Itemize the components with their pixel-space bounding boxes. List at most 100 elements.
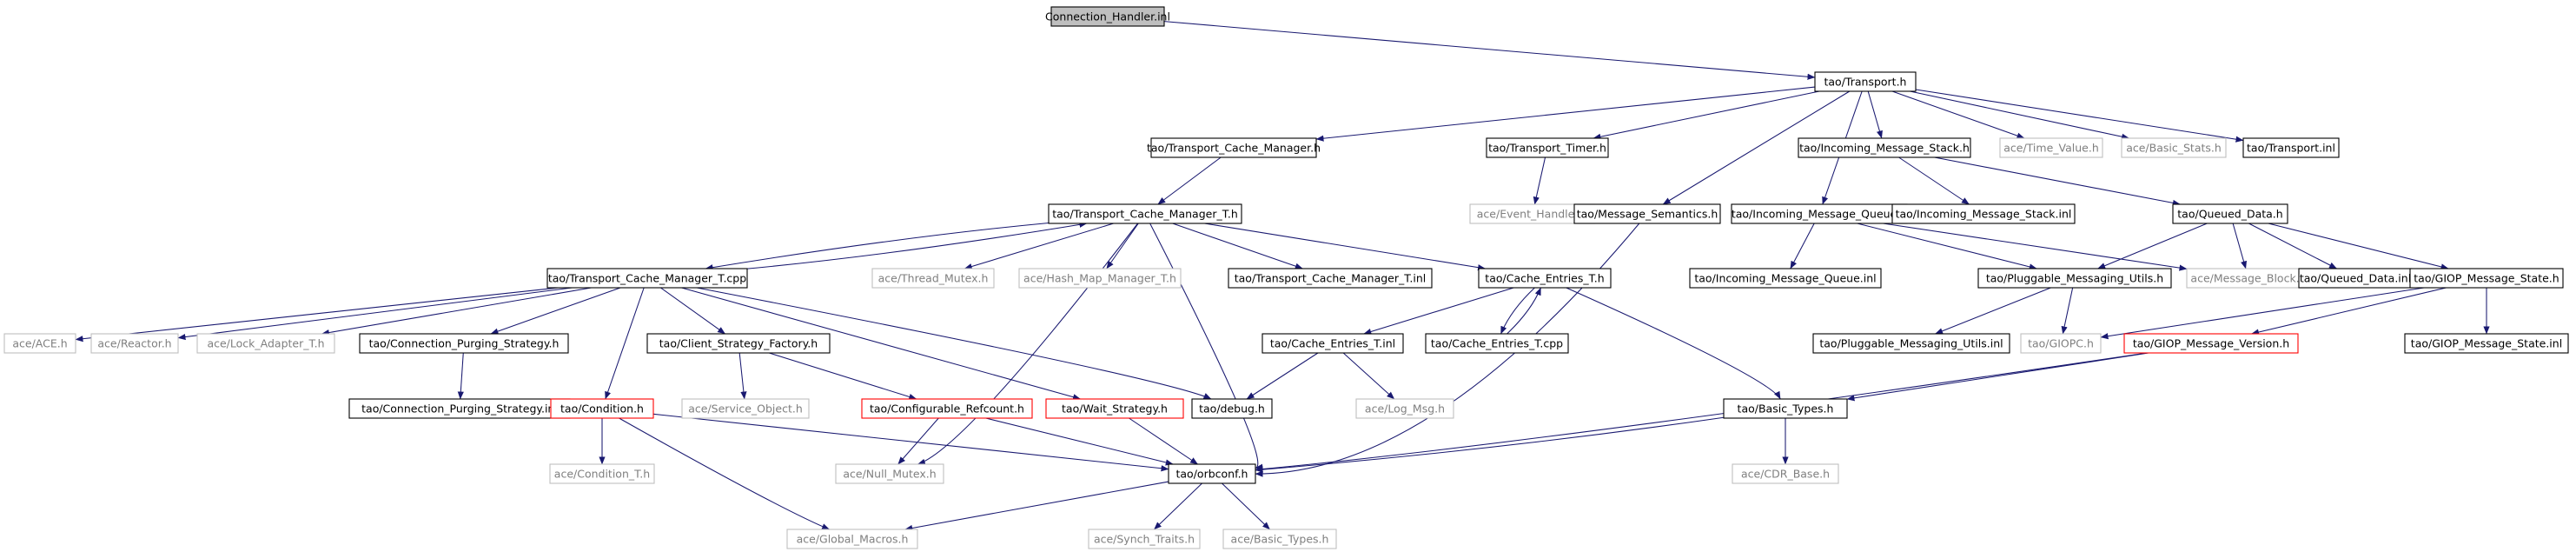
node-box	[2409, 268, 2564, 289]
node-imq_inl[interactable]: tao/Incoming_Message_Queue.inl	[1689, 268, 1882, 289]
edge-queued_h-to-msg_block	[2232, 223, 2248, 269]
node-box	[1150, 137, 1317, 158]
node-label: tao/Incoming_Message_Queue.inl	[1694, 272, 1876, 285]
node-label: ace/Event_Handler.h	[1477, 208, 1588, 221]
node-basic_types_ace: ace/Basic_Types.h	[1222, 529, 1337, 549]
node-imq_h[interactable]: tao/Incoming_Message_Queue.h	[1731, 203, 1908, 224]
edge-cache_h-to-basic_types_tao	[1566, 287, 1781, 400]
edge-csf_h-to-service_obj	[738, 352, 747, 400]
node-label: ace/Basic_Types.h	[1231, 533, 1329, 546]
edge-giop_state_h-to-giopc_h	[2100, 287, 2425, 340]
node-label: tao/GIOPC.h	[2028, 337, 2094, 350]
edge-queued_h-to-queued_inl	[2248, 223, 2337, 269]
node-box	[1222, 529, 1337, 549]
node-cdr_base: ace/CDR_Base.h	[1732, 463, 1839, 484]
node-tcmt_inl[interactable]: tao/Transport_Cache_Manager_T.inl	[1228, 268, 1433, 289]
edge-cache_inl-to-log_msg	[1342, 352, 1395, 400]
edge-transport_h-to-tcm_h	[1315, 86, 1816, 142]
node-pmu_inl[interactable]: tao/Pluggable_Messaging_Utils.inl	[1812, 333, 2010, 354]
node-label: ace/Synch_Traits.h	[1094, 533, 1195, 546]
edge-tcmt_h-to-hash_map	[1106, 223, 1139, 269]
node-label: ace/Null_Mutex.h	[843, 468, 936, 481]
node-box	[1228, 268, 1433, 289]
node-label: tao/Cache_Entries_T.h	[1485, 272, 1604, 285]
node-orbconf[interactable]: tao/orbconf.h	[1168, 463, 1256, 484]
node-msg_sem[interactable]: tao/Message_Semantics.h	[1573, 203, 1721, 224]
node-label: tao/GIOP_Message_Version.h	[2133, 337, 2289, 350]
node-box	[1191, 398, 1273, 419]
node-box	[1689, 268, 1882, 289]
node-label: ace/ACE.h	[12, 337, 67, 350]
node-condition_t: ace/Condition_T.h	[549, 463, 655, 484]
node-box	[2172, 203, 2288, 224]
node-label: ace/Basic_Stats.h	[2126, 142, 2222, 155]
node-box	[1573, 203, 1721, 224]
node-queued_inl[interactable]: tao/Queued_Data.inl	[2298, 268, 2413, 289]
node-ims_h[interactable]: tao/Incoming_Message_Stack.h	[1798, 137, 1971, 158]
node-label: ace/Service_Object.h	[688, 402, 803, 416]
node-queued_h[interactable]: tao/Queued_Data.h	[2172, 203, 2288, 224]
node-label: ace/Lock_Adapter_T.h	[207, 337, 324, 350]
node-basic_types_tao[interactable]: tao/Basic_Types.h	[1723, 398, 1848, 419]
node-timer_h[interactable]: tao/Transport_Timer.h	[1486, 137, 1609, 158]
node-tcmt_h[interactable]: tao/Transport_Cache_Manager_T.h	[1048, 203, 1242, 224]
node-cps_inl[interactable]: tao/Connection_Purging_Strategy.inl	[348, 398, 571, 419]
edge-queued_h-to-pmu_h	[2097, 223, 2208, 269]
node-ims_inl[interactable]: tao/Incoming_Message_Stack.inl	[1891, 203, 2076, 224]
edge-transport_h-to-timer_h	[1593, 90, 1820, 140]
node-label: ace/Time_Value.h	[2003, 142, 2099, 155]
node-box	[1478, 268, 1612, 289]
node-box	[90, 333, 179, 354]
edge-tcmt_h-to-tcmt_inl	[1172, 223, 1303, 269]
edge-tcmt_cpp-to-lock_adapter	[321, 287, 592, 336]
node-transport_h[interactable]: tao/Transport.h	[1814, 71, 1917, 92]
node-tcm_h[interactable]: tao/Transport_Cache_Manager.h	[1147, 137, 1321, 158]
node-label: tao/Wait_Strategy.h	[1062, 402, 1168, 416]
node-debug_h[interactable]: tao/debug.h	[1191, 398, 1273, 419]
node-label: tao/Pluggable_Messaging_Utils.inl	[1819, 337, 2003, 350]
edge-giop_ver_h-to-orbconf	[1255, 352, 2147, 473]
edge-condition_h-to-global_macros	[619, 417, 831, 530]
node-cache_cpp[interactable]: tao/Cache_Entries_T.cpp	[1425, 333, 1569, 354]
edge-tcmt_h-to-thread_mutex	[964, 223, 1114, 269]
node-service_obj: ace/Service_Object.h	[681, 398, 810, 419]
edge-transport_h-to-basic_stats	[1910, 90, 2130, 140]
node-transport_inl[interactable]: tao/Transport.inl	[2242, 137, 2340, 158]
node-condition_h[interactable]: tao/Condition.h	[550, 398, 654, 419]
node-cps_h[interactable]: tao/Connection_Purging_Strategy.h	[359, 333, 569, 354]
edge-tcmt_cpp-to-reactor	[177, 287, 573, 341]
node-label: tao/GIOP_Message_State.inl	[2411, 337, 2562, 350]
node-pmu_h[interactable]: tao/Pluggable_Messaging_Utils.h	[1977, 268, 2172, 289]
node-giop_state_inl[interactable]: tao/GIOP_Message_State.inl	[2404, 333, 2569, 354]
edge-tcmt_h-to-orbconf	[1149, 223, 1263, 470]
node-giop_state_h[interactable]: tao/GIOP_Message_State.h	[2409, 268, 2564, 289]
edge-queued_h-to-giop_state_h	[2268, 223, 2449, 270]
node-conf_refcount[interactable]: tao/Configurable_Refcount.h	[861, 398, 1033, 419]
edge-tcmt_h-to-cache_h	[1204, 223, 1487, 271]
node-box	[2020, 333, 2102, 354]
node-synch_traits: ace/Synch_Traits.h	[1088, 529, 1201, 549]
node-label: tao/Transport_Cache_Manager_T.h	[1052, 208, 1238, 221]
node-cache_inl[interactable]: tao/Cache_Entries_T.inl	[1262, 333, 1404, 354]
node-root[interactable]: Connection_Handler.inl	[1045, 6, 1170, 27]
node-label: tao/Cache_Entries_T.inl	[1270, 337, 1395, 350]
node-csf_h[interactable]: tao/Client_Strategy_Factory.h	[646, 333, 831, 354]
edge-root-to-transport_h	[1163, 21, 1816, 80]
node-box	[1999, 137, 2103, 158]
edge-cps_h-to-cps_inl	[457, 352, 464, 400]
node-cache_h[interactable]: tao/Cache_Entries_T.h	[1478, 268, 1612, 289]
node-box	[681, 398, 810, 419]
edge-wait_strategy-to-orbconf	[1129, 417, 1198, 465]
edge-transport_h-to-ims_h	[1867, 90, 1883, 139]
node-label: tao/Queued_Data.h	[2177, 208, 2282, 221]
node-tcmt_cpp[interactable]: tao/Transport_Cache_Manager_T.cpp	[546, 268, 748, 289]
edge-tcmt_h-to-tcmt_cpp	[705, 222, 1050, 271]
node-label: tao/Transport_Cache_Manager_T.cpp	[548, 272, 746, 285]
node-box	[1732, 463, 1839, 484]
node-wait_strategy[interactable]: tao/Wait_Strategy.h	[1045, 398, 1184, 419]
node-label: tao/GIOP_Message_State.h	[2414, 272, 2559, 285]
edge-conf_refcount-to-orbconf	[985, 417, 1174, 466]
node-label: tao/Incoming_Message_Stack.inl	[1896, 208, 2072, 221]
edge-condition_h-to-orbconf	[652, 413, 1169, 472]
node-giop_ver_h[interactable]: tao/GIOP_Message_Version.h	[2123, 333, 2299, 354]
